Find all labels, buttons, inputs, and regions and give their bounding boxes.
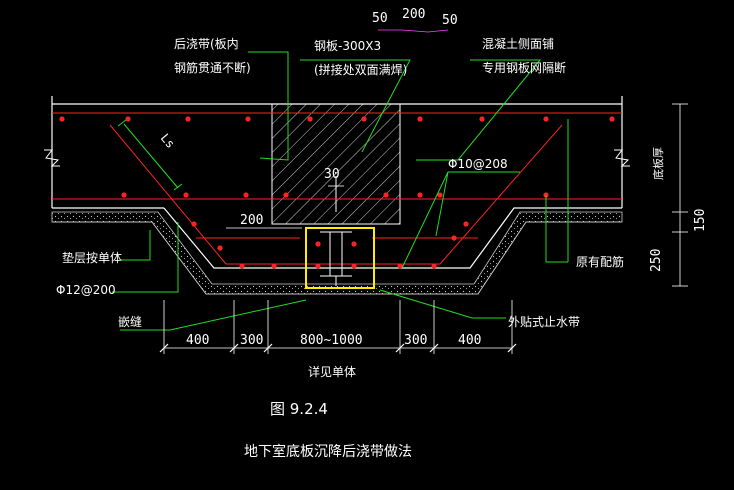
label-concrete-side-mesh: 混凝土侧面铺 (482, 36, 554, 51)
rebar-dot (243, 192, 249, 198)
rebar-dot (183, 192, 189, 198)
rebar-dot (315, 241, 321, 247)
dim-right-150: 150 (693, 209, 708, 232)
rebar-dot (217, 245, 223, 251)
dim-plate-gap: 30 (324, 167, 340, 182)
label-cushion-rebar: Φ12@200 (56, 283, 116, 297)
label-ls: Ls (158, 131, 178, 151)
rebar-dots (59, 116, 615, 269)
top-dim-line (378, 29, 449, 33)
label-figure-number: 图 9.2.4 (270, 400, 328, 418)
rebar-dot (125, 116, 131, 122)
label-slab-thickness: 底板厚 (651, 147, 665, 180)
rebar-dot (431, 263, 437, 269)
label-post-pour-strip-2: 钢筋贯通不断) (174, 60, 251, 75)
label-rebar-spec: Φ10@208 (448, 157, 508, 171)
dimension-ticks (159, 343, 517, 353)
cushion-bottom-edge (52, 221, 622, 295)
rebar-dot (451, 235, 457, 241)
dim-right-250: 250 (649, 249, 664, 272)
label-post-pour-strip: 后浇带(板内 (174, 37, 239, 51)
rebar-dot (271, 263, 277, 269)
label-waterstop: 外贴式止水带 (508, 315, 580, 329)
rebar-dot (245, 116, 251, 122)
label-figure-title: 地下室底板沉降后浇带做法 (244, 443, 412, 460)
waterstop-highlight-box (305, 227, 375, 289)
rebar-dot (121, 192, 127, 198)
rebar-dot (479, 116, 485, 122)
rebar-dot (185, 116, 191, 122)
label-concrete-side-mesh-2: 专用钢板网隔断 (482, 60, 566, 75)
label-original-rebar: 原有配筋 (576, 254, 624, 269)
dim-top-left: 50 (372, 11, 388, 26)
dim-plate-width: 200 (240, 213, 263, 228)
rebar-dot (543, 116, 549, 122)
rebar-dot (59, 116, 65, 122)
rebar-dot (397, 263, 403, 269)
break-line-right (614, 149, 630, 167)
label-steel-plate-2: (拼接处双面满焊) (314, 62, 407, 77)
rebar-dot (351, 263, 357, 269)
rebar-dot (283, 192, 289, 198)
label-chamfer: 嵌缝 (118, 314, 142, 329)
rebar-dot (463, 221, 469, 227)
dim-b2: 300 (240, 333, 263, 348)
rebar-dot (437, 192, 443, 198)
steel-plate-section (320, 231, 352, 286)
leader-lines (112, 51, 569, 331)
rebar-dot (383, 192, 389, 198)
rebar-lines (52, 112, 622, 265)
label-see-detail: 详见单体 (308, 364, 356, 379)
dim-top-mid: 200 (402, 7, 425, 22)
dim-b3: 800~1000 (300, 333, 363, 348)
rebar-dot (307, 116, 313, 122)
rebar-dot (239, 263, 245, 269)
rebar-dot (417, 192, 423, 198)
rebar-dot (351, 241, 357, 247)
dimension-lines (163, 103, 688, 354)
dim-b5: 400 (458, 333, 481, 348)
label-steel-plate: 钢板-300X3 (314, 39, 381, 53)
rebar-dot (361, 116, 367, 122)
rebar-dot (191, 221, 197, 227)
dim-b4: 300 (404, 333, 427, 348)
rebar-dot (315, 263, 321, 269)
label-cushion: 垫层按单体 (62, 250, 122, 265)
rebar-dot (609, 116, 615, 122)
rebar-dot (417, 116, 423, 122)
dim-top-right: 50 (442, 13, 458, 28)
dim-b1: 400 (186, 333, 209, 348)
break-line-left (44, 149, 60, 167)
